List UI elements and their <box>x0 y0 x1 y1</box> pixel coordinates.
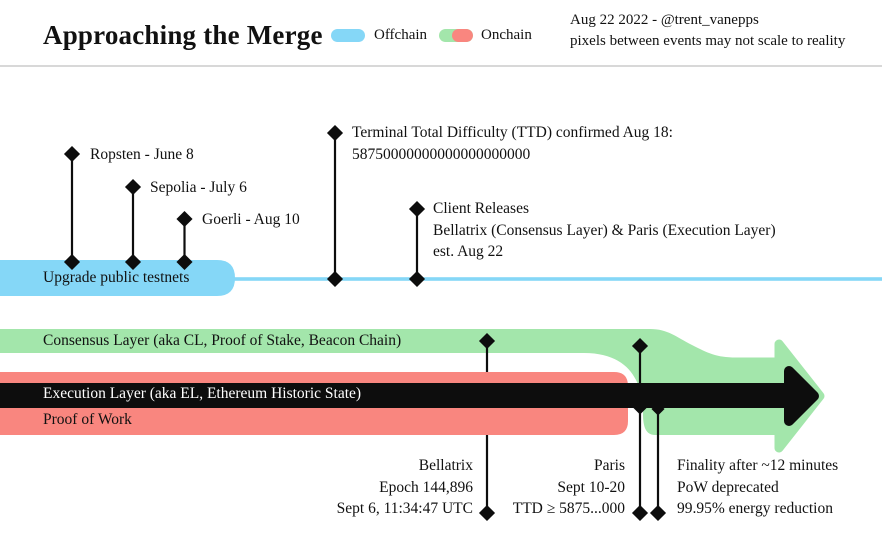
bellatrix-line1: Bellatrix <box>418 457 473 474</box>
execution-lane-label: Execution Layer (aka EL, Ethereum Histor… <box>43 385 362 402</box>
attribution: Aug 22 2022 - @trent_vanepps pixels betw… <box>570 10 845 52</box>
diamond-icon <box>326 124 344 142</box>
diamond-icon <box>408 270 426 288</box>
diamond-icon <box>631 504 649 522</box>
ropsten-marker <box>63 145 81 271</box>
ttd-label: Terminal Total Difficulty (TTD) confirme… <box>352 122 673 166</box>
sepolia-label: Sepolia - July 6 <box>150 179 247 196</box>
client-releases-line1: Client Releases <box>433 200 529 217</box>
client-releases-line2: Bellatrix (Consensus Layer) & Paris (Exe… <box>433 221 776 239</box>
ropsten-label: Ropsten - June 8 <box>90 146 194 163</box>
consensus-lane-label: Consensus Layer (aka CL, Proof of Stake,… <box>43 332 402 349</box>
diamond-icon <box>649 504 667 522</box>
diamond-icon <box>124 253 142 271</box>
execution-bar <box>0 383 789 408</box>
diamond-icon <box>326 270 344 288</box>
diamond-icon <box>631 337 649 355</box>
finality-line1: Finality after ~12 minutes <box>677 457 839 474</box>
client-releases-line3: est. Aug 22 <box>433 243 504 260</box>
execution-arrowhead-icon <box>784 366 819 426</box>
bellatrix-label: Bellatrix Epoch 144,896 Sept 6, 11:34:47… <box>273 455 473 520</box>
onchain-legend-label: Onchain <box>481 27 532 43</box>
attribution-line1: Aug 22 2022 - @trent_vanepps <box>570 12 759 28</box>
attribution-line2: pixels between events may not scale to r… <box>570 33 846 49</box>
diamond-icon <box>63 145 81 163</box>
diamond-icon <box>478 504 496 522</box>
ttd-label-line2: 58750000000000000000000 <box>352 146 531 163</box>
pow-lane-label: Proof of Work <box>43 411 132 428</box>
goerli-label: Goerli - Aug 10 <box>202 211 300 228</box>
paris-label: Paris Sept 10-20 TTD ≥ 5875...000 <box>425 455 625 520</box>
diamond-icon <box>478 332 496 350</box>
offchain-legend-swatch <box>331 29 365 42</box>
diamond-icon <box>408 200 426 218</box>
client-releases-marker <box>408 200 426 288</box>
finality-line2: PoW deprecated <box>677 478 779 496</box>
paris-line2: Sept 10-20 <box>557 478 625 496</box>
finality-label: Finality after ~12 minutes PoW deprecate… <box>677 455 838 520</box>
diamond-icon <box>124 178 142 196</box>
diamond-icon <box>176 253 193 271</box>
sepolia-marker <box>124 178 142 271</box>
onchain-legend-swatch <box>439 29 473 42</box>
paris-marker <box>631 337 649 522</box>
page-title: Approaching the Merge <box>43 20 323 50</box>
goerli-marker <box>176 210 193 271</box>
bellatrix-line3: Sept 6, 11:34:47 UTC <box>336 500 473 517</box>
client-releases-label: Client Releases Bellatrix (Consensus Lay… <box>433 198 776 263</box>
header-divider <box>0 65 882 67</box>
ttd-label-line1: Terminal Total Difficulty (TTD) confirme… <box>352 124 673 141</box>
onchain-red-half <box>452 29 473 42</box>
paris-line3: TTD ≥ 5875...000 <box>512 500 625 517</box>
ttd-marker <box>326 124 344 288</box>
diamond-icon <box>63 253 81 271</box>
diamond-icon <box>176 210 193 228</box>
offchain-legend-label: Offchain <box>374 27 428 43</box>
offchain-bar <box>0 260 235 296</box>
consensus-flow-shape <box>0 329 779 435</box>
offchain-bar-label: Upgrade public testnets <box>43 269 190 286</box>
offchain-line <box>230 277 882 281</box>
bellatrix-line2: Epoch 144,896 <box>379 478 473 496</box>
paris-line1: Paris <box>594 457 625 474</box>
finality-line3: 99.95% energy reduction <box>677 500 833 517</box>
